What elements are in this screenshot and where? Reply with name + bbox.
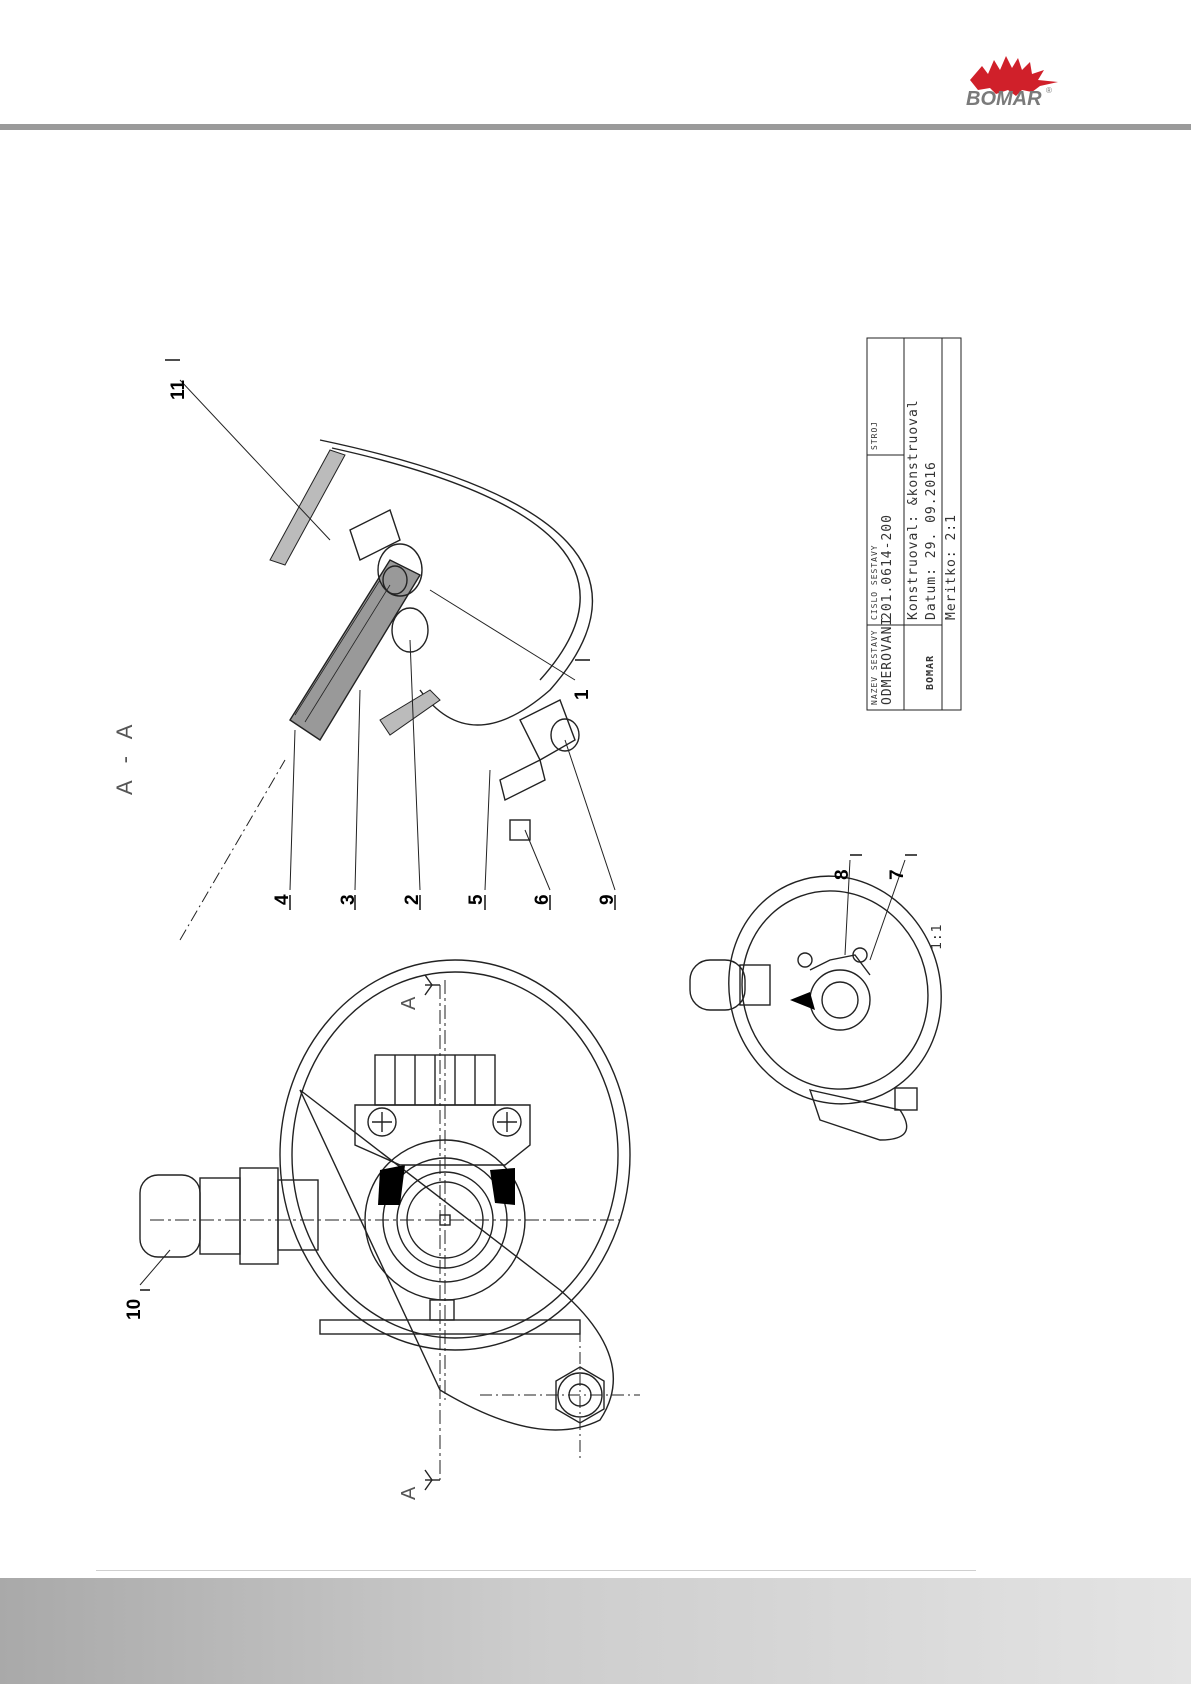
tb-designer: Konstruoval: &konstruoval xyxy=(906,399,921,620)
callout-5: 5 xyxy=(466,894,488,905)
callout-6: 6 xyxy=(532,894,554,905)
tb-date: Datum: 29. 09.2016 xyxy=(924,461,939,620)
callout-7: 7 xyxy=(887,869,909,880)
callout-underlines xyxy=(140,360,917,1290)
callout-4: 4 xyxy=(272,894,294,905)
tb-number-value: 201.0614-200 xyxy=(880,514,895,620)
callout-1: 1 xyxy=(572,689,594,700)
small-view-scale: 1:1 xyxy=(930,924,945,950)
isometric-view xyxy=(690,846,973,1140)
callout-9: 9 xyxy=(597,894,619,905)
section-marker-top: A xyxy=(398,997,421,1010)
section-marker-bottom: A xyxy=(398,1487,421,1500)
callout-2: 2 xyxy=(402,894,424,905)
tb-scale: Meritko: 2:1 xyxy=(944,514,959,620)
section-label: A - A xyxy=(112,719,138,795)
tb-name-value: ODMEROVANI xyxy=(880,617,895,705)
callout-3: 3 xyxy=(338,894,360,905)
callout-11: 11 xyxy=(168,380,190,400)
callout-8: 8 xyxy=(832,869,854,880)
footer-rule xyxy=(96,1570,976,1571)
front-view xyxy=(140,960,640,1490)
tb-name-header: NAZEV SESTAVY xyxy=(870,629,879,705)
tb-machine-header: STROJ xyxy=(870,421,879,450)
tb-mini-logo: BOMAR xyxy=(925,655,936,690)
callout-10: 10 xyxy=(124,1299,146,1320)
footer-band xyxy=(0,1578,1191,1684)
tb-number-header: CISLO SESTAVY xyxy=(870,544,879,620)
